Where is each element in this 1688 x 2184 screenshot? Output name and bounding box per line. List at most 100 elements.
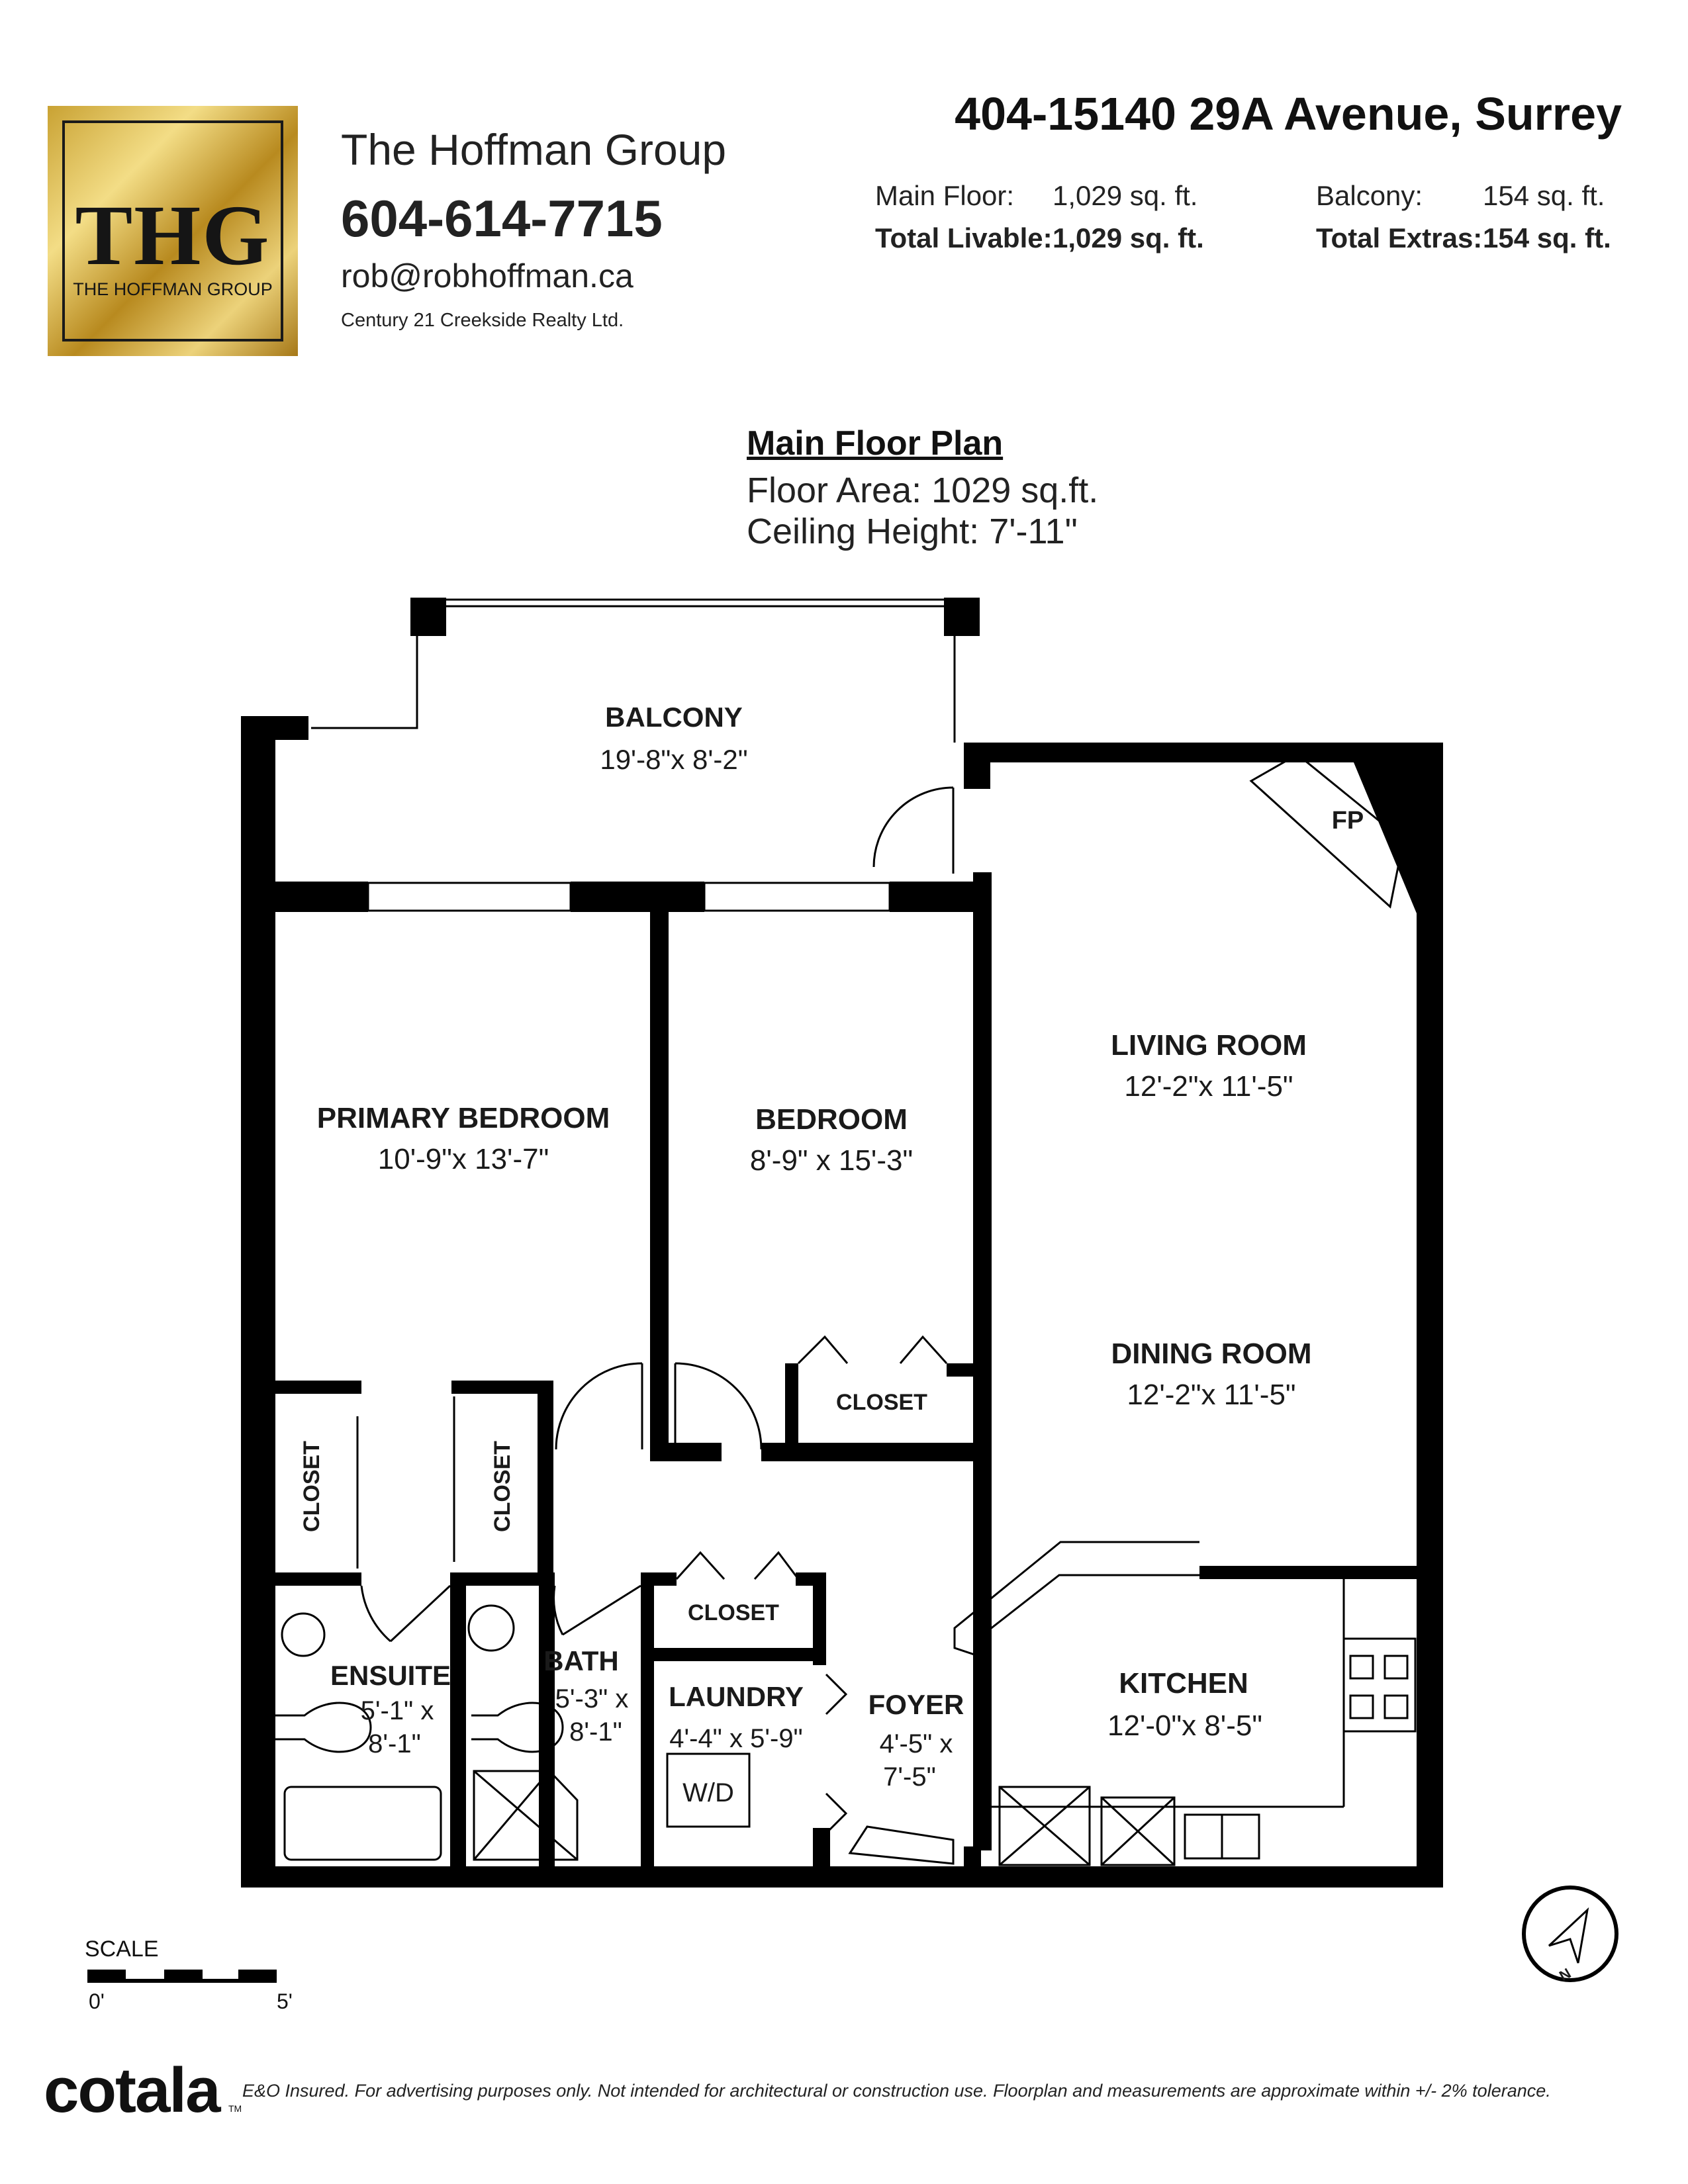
wall-hall-closet-top-1	[641, 1572, 677, 1586]
wall-closet-top-2	[451, 1381, 551, 1394]
label-living-room: LIVING ROOM	[1111, 1029, 1307, 1062]
dims-bath-1: 5'-3" x	[555, 1684, 629, 1713]
window-primary	[367, 882, 572, 912]
label-primary-closet-2: CLOSET	[490, 1441, 515, 1532]
scale-label: SCALE	[85, 1936, 159, 1962]
cotala-logo: cotala	[44, 2055, 220, 2126]
wall-ensuite-top	[275, 1572, 361, 1586]
dims-foyer-2: 7'-5"	[883, 1762, 936, 1792]
property-address: 404-15140 29A Avenue, Surrey	[955, 88, 1622, 140]
label-ensuite: ENSUITE	[330, 1660, 451, 1691]
company-logo: THG THE HOFFMAN GROUP	[48, 106, 298, 356]
bath-toilet	[471, 1702, 564, 1753]
plan-title: Main Floor Plan	[747, 424, 1004, 463]
trademark-mark: TM	[228, 2103, 242, 2114]
label-hall-closet: CLOSET	[688, 1600, 779, 1625]
label-dining-room: DINING ROOM	[1111, 1338, 1311, 1370]
wall-ensuite-bath	[450, 1572, 466, 1884]
wall-south-east	[964, 1866, 1443, 1888]
disclaimer-text: E&O Insured. For advertising purposes on…	[242, 2081, 1551, 2101]
burner-4	[1383, 1694, 1409, 1719]
total-livable-label: Total Livable:	[875, 222, 1053, 253]
label-foyer: FOYER	[868, 1689, 964, 1720]
plan-ceiling-height: Ceiling Height: 7'-11"	[747, 512, 1078, 551]
hall-closet-bifold-2	[753, 1551, 800, 1580]
bath-shower-x2	[473, 1770, 551, 1860]
wall-living-nw	[964, 743, 990, 789]
logo-frame: THG THE HOFFMAN GROUP	[62, 120, 283, 341]
kitchen-dishwasher	[1100, 1796, 1176, 1866]
bath-shower	[473, 1770, 579, 1861]
bath-sink	[467, 1604, 515, 1652]
wall-laundry-jamb	[813, 1828, 830, 1869]
dims-foyer-1: 4'-5" x	[880, 1729, 953, 1758]
agent-phone[interactable]: 604-614-7715	[341, 189, 663, 248]
wall-bath-laundry	[641, 1572, 654, 1884]
wall-closet-top-1	[275, 1381, 361, 1394]
label-bedroom: BEDROOM	[755, 1103, 908, 1136]
dims-primary-bedroom: 10'-9"x 13'-7"	[378, 1143, 549, 1175]
wall-between-bedrooms	[650, 912, 669, 1461]
wall-south-west	[241, 1866, 964, 1888]
dims-bath-2: 8'-1"	[569, 1717, 622, 1747]
logo-mark: THG	[75, 188, 271, 283]
bedroom-door-arc	[675, 1362, 763, 1450]
wall-closet-west	[785, 1363, 798, 1449]
label-fireplace: FP	[1332, 807, 1364, 835]
balcony-post-west	[410, 598, 446, 636]
label-bedroom-closet: CLOSET	[836, 1390, 927, 1415]
dims-dining-room: 12'-2"x 11'-5"	[1127, 1379, 1295, 1411]
bath-door-leaf	[562, 1584, 641, 1636]
scale-bar	[87, 1970, 277, 1983]
hall-closet-bifold-1	[675, 1551, 726, 1580]
kitchen-fridge-x2	[999, 1786, 1090, 1866]
closet-bifold-1	[797, 1335, 849, 1365]
burner-3	[1349, 1694, 1374, 1719]
scale-block-3	[238, 1970, 277, 1979]
plan-floor-area: Floor Area: 1029 sq.ft.	[747, 471, 1099, 510]
dims-balcony: 19'-8"x 8'-2"	[600, 744, 747, 775]
wall-nw-stub	[241, 716, 308, 740]
balcony-post-east	[944, 598, 980, 636]
wall-laundry-top	[654, 1648, 826, 1661]
compass-needle-icon	[1548, 1907, 1589, 1964]
wall-balcony-3	[890, 882, 989, 912]
wall-bath-east-1	[539, 1572, 555, 1884]
walls	[241, 598, 1443, 1888]
balcony-rail-west	[311, 635, 418, 729]
scale-block-2	[164, 1970, 203, 1979]
wall-closet-top	[947, 1363, 973, 1377]
dims-bedroom: 8'-9" x 15'-3"	[750, 1144, 913, 1177]
ensuite-door-arc	[360, 1585, 391, 1643]
window-bedroom	[703, 882, 891, 912]
agent-email[interactable]: rob@robhoffman.ca	[341, 257, 633, 295]
label-balcony: BALCONY	[605, 702, 743, 733]
ensuite-toilet	[275, 1702, 372, 1753]
fixtures	[275, 598, 1618, 1982]
kitchen-dw-x2	[1100, 1796, 1176, 1866]
laundry-wd-box	[666, 1752, 751, 1828]
front-door	[848, 1825, 955, 1865]
agent-name: The Hoffman Group	[341, 125, 727, 174]
dims-living-room: 12'-2"x 11'-5"	[1124, 1070, 1293, 1103]
label-primary-bedroom: PRIMARY BEDROOM	[317, 1102, 610, 1134]
fireplace-hearth	[1249, 753, 1405, 909]
label-kitchen: KITCHEN	[1119, 1667, 1248, 1700]
balcony-area-label: Balcony:	[1316, 180, 1423, 211]
kitchen-peninsula	[953, 1541, 1199, 1657]
wall-bath-top	[450, 1572, 553, 1586]
total-extras-label: Total Extras:	[1316, 222, 1483, 253]
scale-block-1	[87, 1970, 126, 1979]
wall-west	[241, 716, 275, 1888]
label-bath: BATH	[543, 1645, 619, 1676]
ensuite-sink	[281, 1612, 326, 1657]
agent-office: Century 21 Creekside Realty Ltd.	[341, 310, 624, 331]
primary-door-arc	[555, 1362, 643, 1450]
kitchen-fridge	[998, 1786, 1091, 1866]
logo-subtitle: THE HOFFMAN GROUP	[73, 279, 273, 299]
label-laundry: LAUNDRY	[669, 1681, 804, 1712]
compass-icon	[1522, 1886, 1618, 1982]
wall-balcony-1	[275, 882, 368, 912]
dims-ensuite-1: 5'-1" x	[361, 1696, 434, 1725]
dims-ensuite-2: 8'-1"	[368, 1729, 421, 1758]
